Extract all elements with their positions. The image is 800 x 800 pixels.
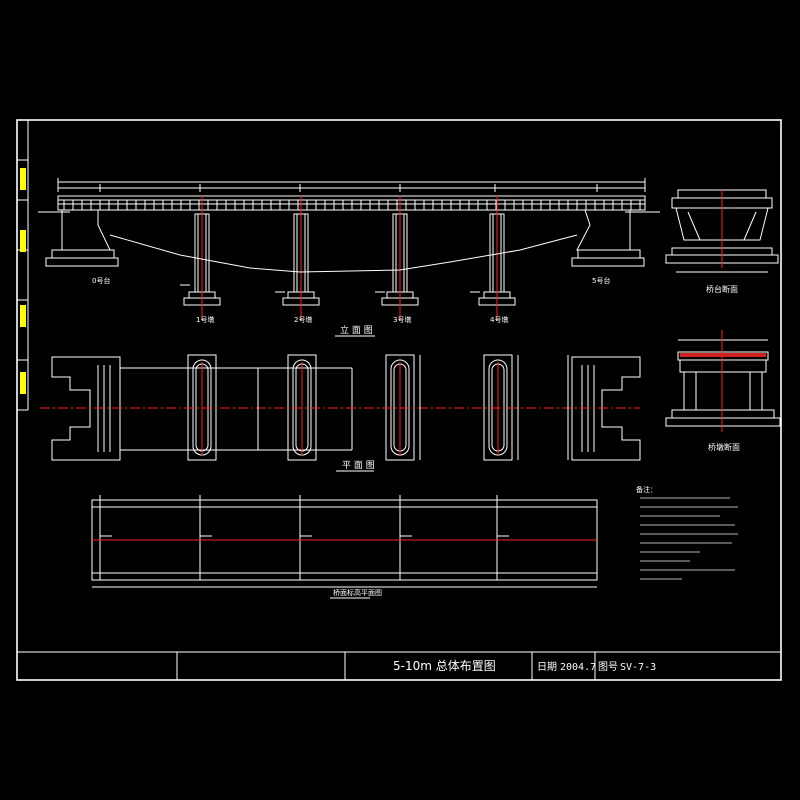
elevation-view: [38, 178, 660, 320]
left-abutment-label: 0号台: [92, 276, 110, 285]
binding-strip: [17, 120, 29, 411]
plan-view-title: 平 面 图: [342, 460, 375, 471]
right-abutment-label: 5号台: [592, 276, 610, 285]
abutment-section: [665, 189, 779, 273]
pier-3-label: 3号墩: [393, 315, 411, 324]
elevation-view-title: 立 面 图: [340, 324, 373, 336]
title-block: [17, 651, 781, 680]
deck-level-plan-title: 桥面标高平面图: [333, 588, 382, 597]
abutment-section-title: 桥台断面: [706, 284, 738, 294]
deck-level-plan: [91, 495, 598, 588]
date-value: 2004.7: [560, 662, 596, 673]
sheet-border: [16, 119, 782, 681]
notes-heading: 备注：: [636, 485, 657, 494]
pier-4-label: 4号墩: [490, 315, 508, 324]
pier-2-label: 2号墩: [294, 315, 312, 324]
pier-1-label: 1号墩: [196, 315, 214, 324]
drawing-number-value: SV-7-3: [620, 662, 656, 673]
date-label: 日期: [537, 661, 557, 673]
pier-section: [665, 330, 781, 432]
pier-section-title: 桥墩断面: [708, 442, 740, 452]
notes-lines: [640, 497, 738, 580]
plan-view: [40, 354, 641, 461]
drawing-number-label: 图号: [598, 661, 618, 673]
drawing-title: 5-10m 总体布置图: [393, 659, 496, 673]
